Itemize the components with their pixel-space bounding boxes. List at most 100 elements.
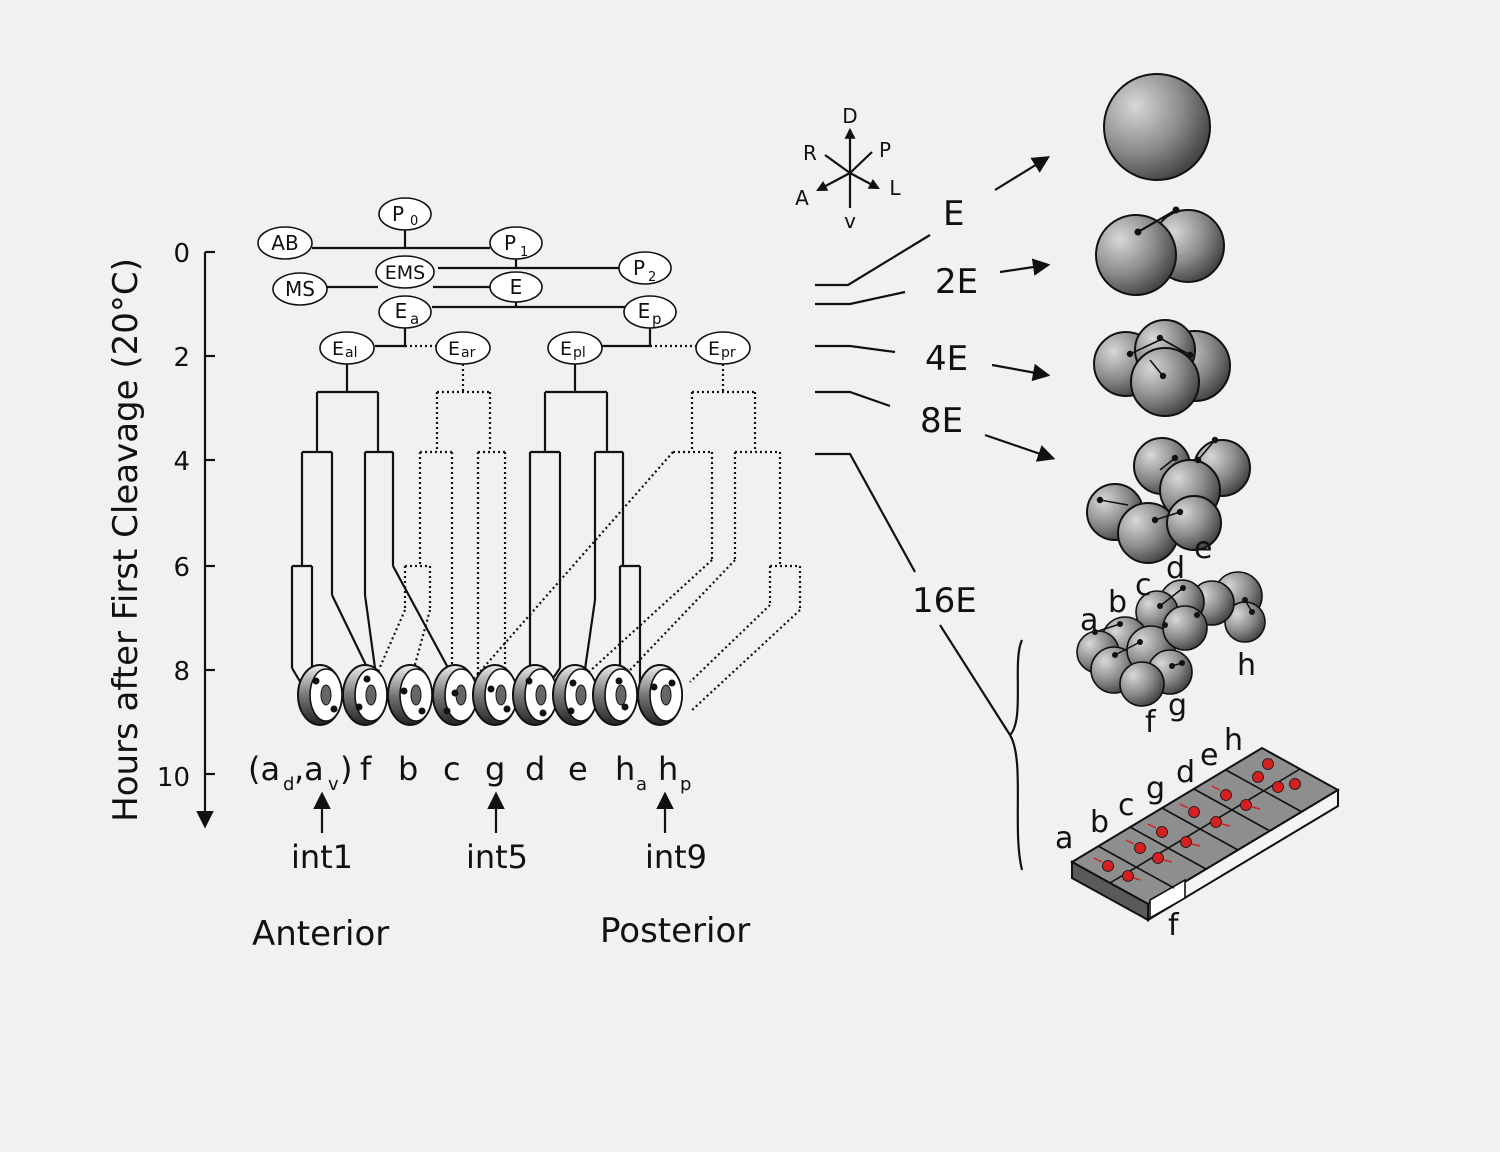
early-lineage-lines (312, 230, 652, 348)
svg-text:P: P (504, 231, 516, 255)
ring (387, 664, 433, 726)
svg-text:al: al (345, 345, 357, 361)
svg-text:P: P (392, 202, 404, 226)
intestine-rings (297, 664, 683, 726)
node-eal: E al (319, 331, 375, 365)
int-cell-c: c (1118, 788, 1135, 823)
svg-text:EMS: EMS (385, 262, 425, 284)
lineage-nodes: P 0 AB P 1 EMS P 2 MS E (257, 197, 751, 365)
svg-text:0: 0 (410, 214, 418, 229)
cell-g: g (1168, 688, 1187, 723)
ring (432, 664, 478, 726)
time-axis: Hours after First Cleavage (20°C) 0 2 4 … (106, 239, 215, 829)
tick-label: 6 (173, 553, 190, 583)
stage-4e-label: 4E (925, 339, 968, 379)
cell-c: c (1135, 568, 1152, 603)
int-cell-h: h (1224, 723, 1243, 758)
svg-text:pr: pr (721, 345, 736, 361)
svg-text:E: E (395, 299, 408, 323)
label-b: b (398, 750, 418, 788)
node-e: E (489, 271, 543, 303)
int-cell-g: g (1146, 771, 1165, 806)
node-ep: E p (623, 295, 677, 329)
node-ms: MS (272, 272, 328, 306)
int9-label: int9 (645, 838, 707, 876)
stage-16e-cell-labels: a b c d e f g h (1080, 531, 1256, 740)
int-cell-e: e (1200, 738, 1218, 773)
stage-2e-label: 2E (935, 262, 978, 302)
ring (297, 664, 343, 726)
label-ha-sub: a (636, 774, 647, 795)
label-hp-sub: p (680, 774, 691, 795)
cell-e: e (1194, 531, 1212, 566)
int1-label: int1 (291, 838, 353, 876)
axis-ends: Anterior Posterior (252, 911, 750, 954)
cell-b: b (1108, 585, 1127, 620)
label-g: g (485, 750, 505, 788)
node-ea: E a (378, 295, 432, 329)
ring (592, 664, 638, 726)
svg-text:a: a (410, 310, 419, 328)
posterior-label: Posterior (600, 911, 750, 951)
svg-text:p: p (652, 310, 662, 328)
compass-l: L (889, 176, 901, 200)
node-p1: P 1 (489, 226, 543, 260)
ring (342, 664, 388, 726)
svg-text:E: E (638, 299, 651, 323)
label-a-pair-open: (a (248, 750, 280, 788)
svg-text:AB: AB (271, 231, 298, 255)
label-c: c (443, 750, 461, 788)
node-ab: AB (257, 226, 313, 260)
orientation-compass: D v R P A L (795, 104, 901, 233)
svg-text:E: E (560, 338, 572, 360)
node-epr: E pr (695, 331, 751, 365)
node-p0: P 0 (378, 197, 432, 231)
compass-v: v (844, 209, 856, 233)
stage-2e-embryo (1095, 206, 1225, 296)
ring-labels: (a d ,a v ) f b c g d e h a h p (248, 750, 691, 795)
compass-a: A (795, 186, 809, 210)
int-cell-f: f (1168, 908, 1180, 943)
label-hp: h (658, 750, 678, 788)
node-ems: EMS (375, 255, 435, 289)
svg-text:E: E (510, 275, 523, 299)
anterior-label: Anterior (252, 914, 389, 954)
tick-label: 10 (157, 763, 190, 793)
ring (552, 664, 598, 726)
compass-p: P (879, 138, 891, 162)
node-p2: P 2 (618, 251, 672, 285)
stage-8e-label: 8E (920, 401, 963, 441)
tick-label: 2 (173, 343, 190, 373)
int-cell-a: a (1055, 821, 1073, 856)
svg-text:ar: ar (461, 345, 476, 361)
stage-connectors (815, 234, 1024, 871)
stage-4e-embryo (1093, 319, 1231, 417)
stage-e-embryo (1103, 73, 1211, 181)
label-av-sub: v (328, 774, 339, 795)
tick-label: 8 (173, 657, 190, 687)
stage-8e-embryo (1086, 436, 1251, 564)
label-e: e (568, 750, 588, 788)
svg-text:MS: MS (285, 277, 315, 301)
stage-labels: E 2E 4E 8E 16E (912, 194, 978, 621)
tick-label: 0 (173, 239, 190, 269)
svg-text:pl: pl (573, 345, 586, 361)
svg-text:E: E (708, 338, 720, 360)
stage-16e-embryo (1076, 571, 1266, 707)
svg-text:E: E (448, 338, 460, 360)
interval-markers: int1 int5 int9 (291, 791, 707, 876)
intestine-slab (1069, 746, 1341, 922)
label-d: d (525, 750, 545, 788)
cell-a: a (1080, 603, 1098, 638)
cell-f: f (1145, 705, 1157, 740)
stage-16e-label: 16E (912, 581, 977, 621)
int-cell-d: d (1176, 755, 1195, 790)
svg-text:P: P (633, 256, 645, 280)
ring (512, 664, 558, 726)
node-epl: E pl (547, 331, 603, 365)
label-ha: h (615, 750, 635, 788)
tick-marks (205, 250, 215, 776)
stage-e-label: E (943, 194, 964, 234)
stage-arrows (984, 156, 1056, 462)
